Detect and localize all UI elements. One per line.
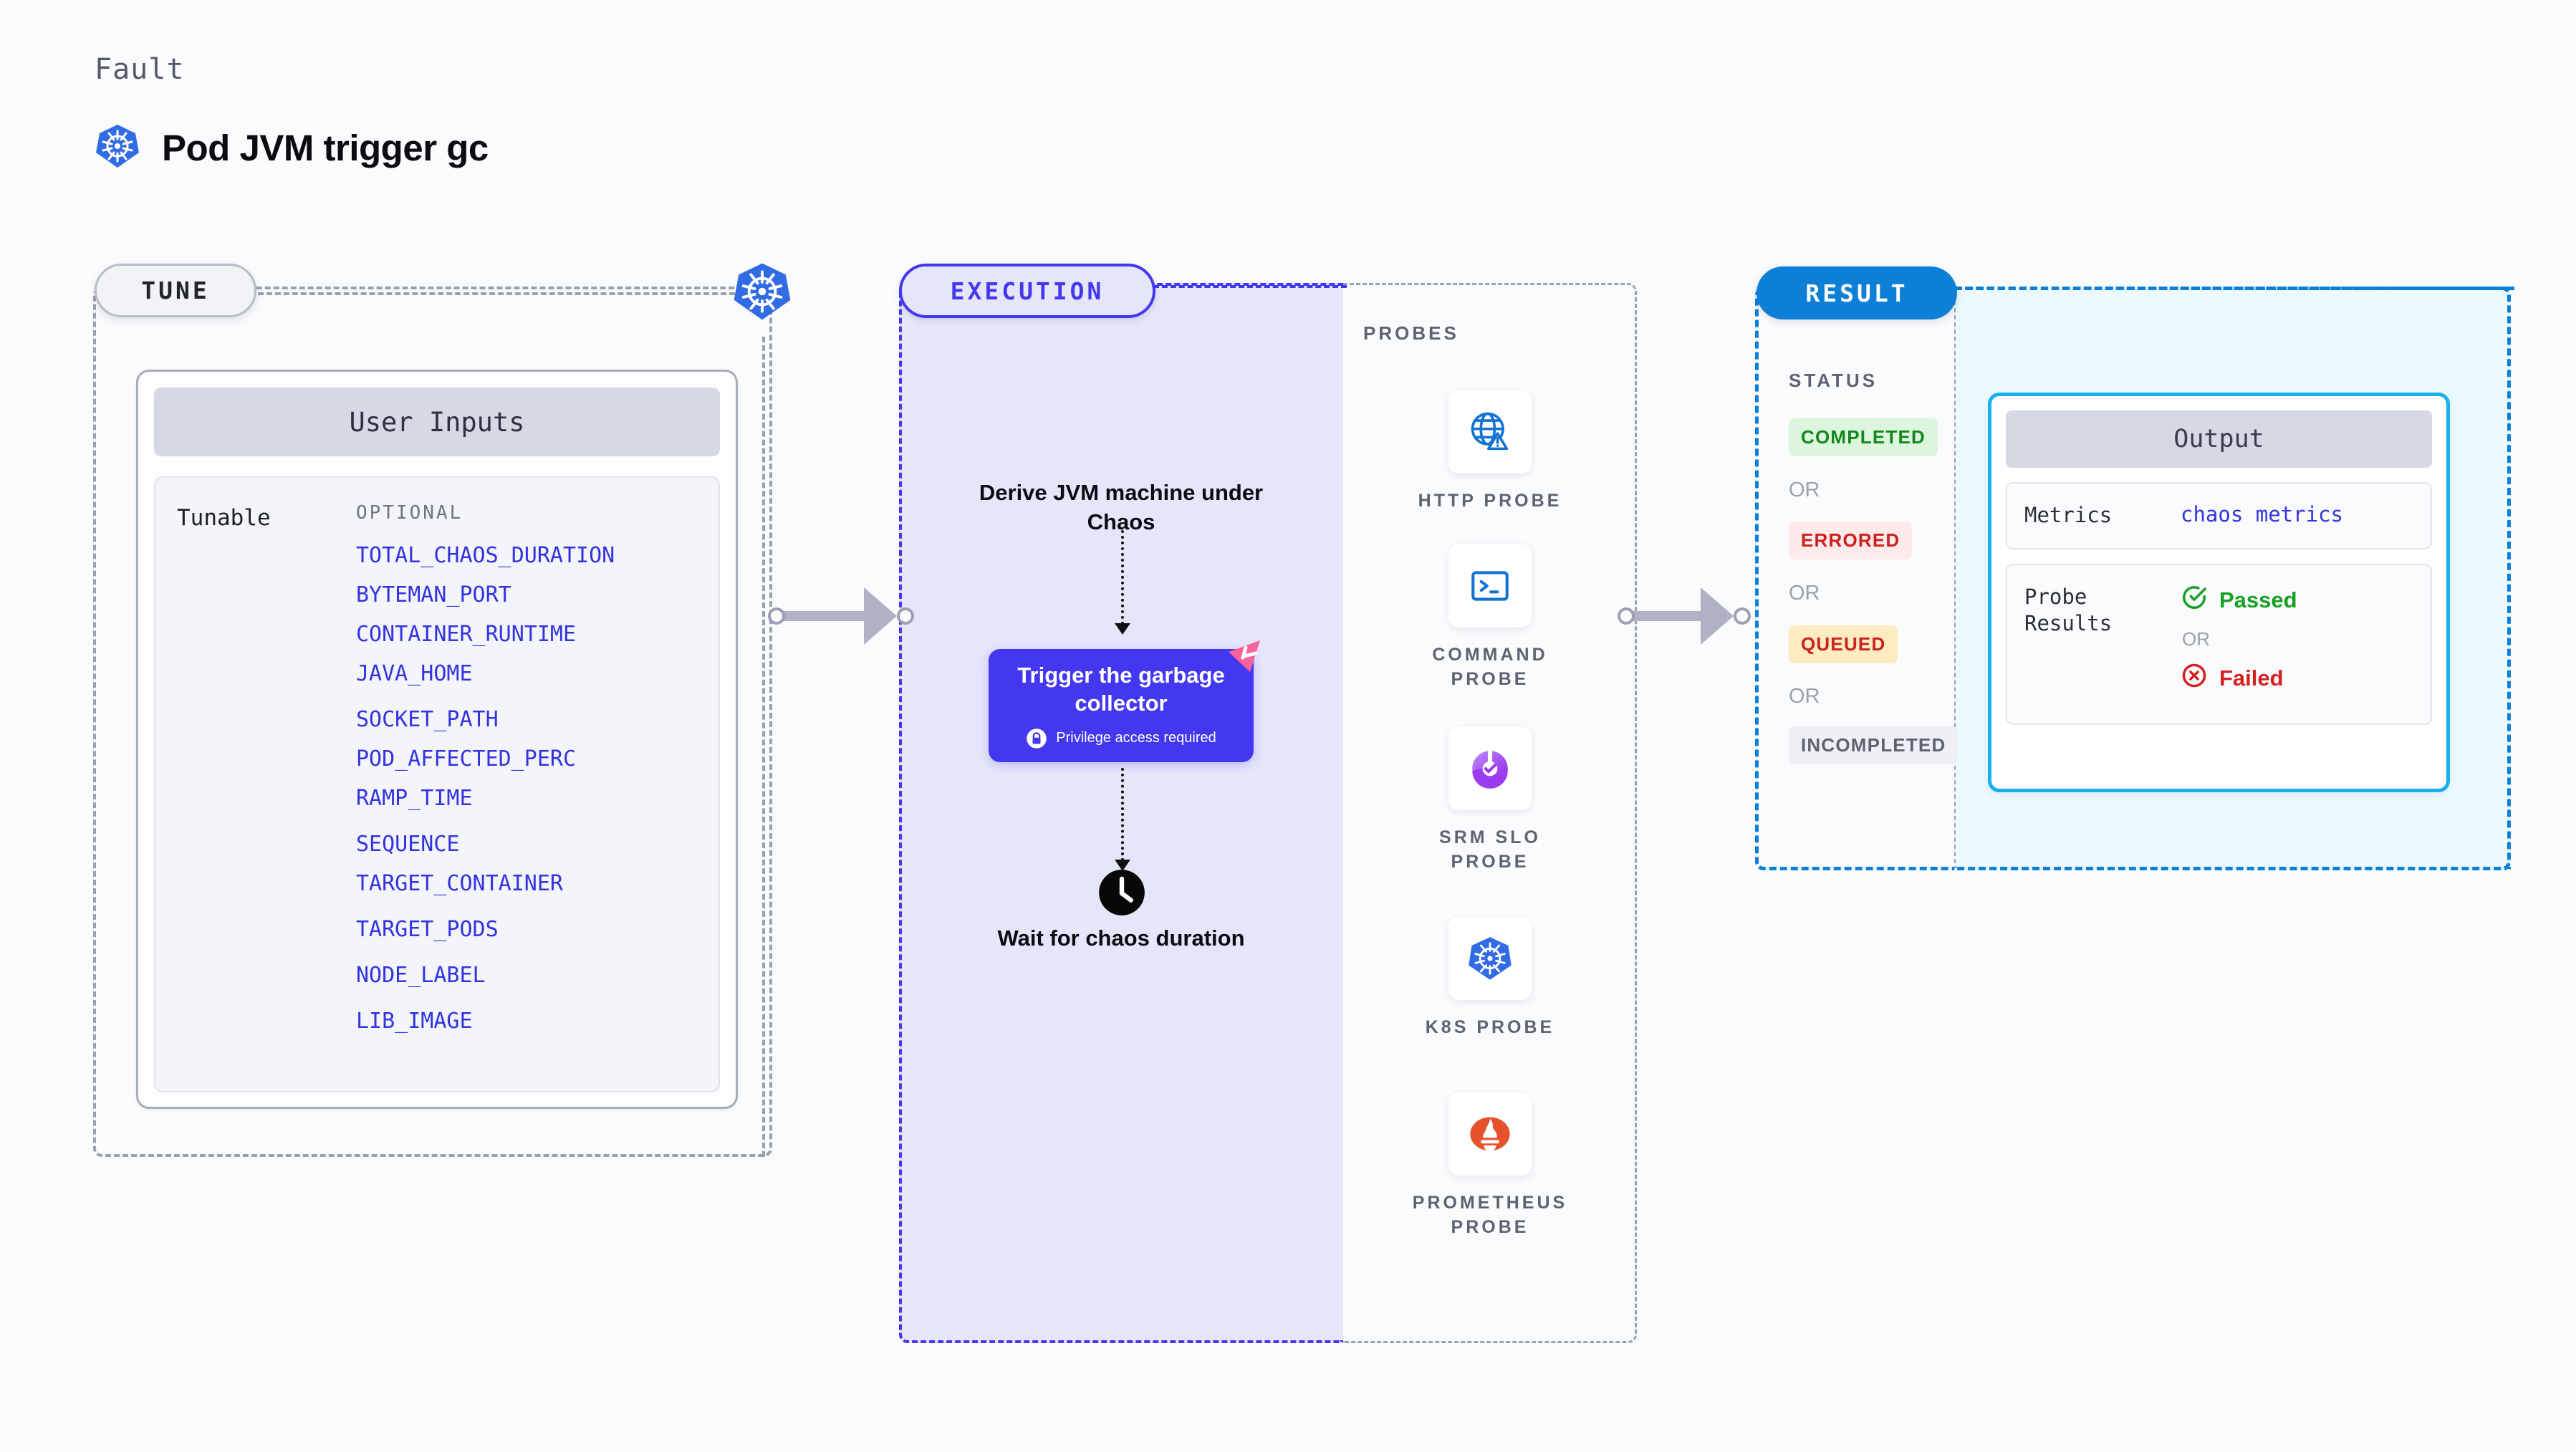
probe-label: K8S PROBE — [1425, 1017, 1555, 1037]
tune-vertical-divider — [762, 337, 765, 1157]
probe-result-passed: Passed — [2181, 584, 2297, 617]
status-badge-incompleted: INCOMPLETED — [1789, 726, 1959, 764]
arrow-end-dot — [897, 607, 914, 625]
probe-label: PROMETHEUS PROBE — [1412, 1193, 1568, 1237]
output-title: Output — [2006, 410, 2432, 468]
tunable-item[interactable]: BYTEMAN_PORT — [356, 582, 511, 607]
lock-icon — [1026, 728, 1047, 749]
output-probe-results-row: Probe Results Passed OR — [2006, 563, 2432, 725]
arrow-end-dot — [1734, 607, 1751, 625]
probe-result-passed-label: Passed — [2219, 587, 2297, 612]
tunables-panel: Tunable OPTIONAL TOTAL_CHAOS_DURATION BY… — [154, 476, 720, 1092]
tunable-item[interactable]: POD_AFFECTED_PERC — [356, 746, 577, 771]
globe-warning-icon — [1448, 390, 1532, 473]
execution-step-derive-jvm: Derive JVM machine under Chaos — [979, 480, 1264, 534]
arrow-head — [864, 587, 897, 645]
stage-pill-tune[interactable]: TUNE — [95, 264, 256, 317]
probe-label: HTTP PROBE — [1418, 491, 1562, 511]
arrow-start-dot — [768, 607, 785, 625]
prometheus-icon — [1448, 1092, 1532, 1175]
arrow-head — [1701, 587, 1734, 645]
page-title-row: Pod JVM trigger gc — [95, 123, 489, 173]
tunable-item[interactable]: SOCKET_PATH — [356, 707, 499, 732]
probe-command[interactable]: COMMAND PROBE — [1397, 544, 1583, 692]
arrow-start-dot — [1618, 607, 1635, 625]
user-inputs-title: User Inputs — [154, 388, 720, 456]
probe-results-label: Probe Results — [2024, 584, 2113, 636]
probe-k8s[interactable]: K8S PROBE — [1397, 917, 1583, 1040]
metrics-value-link[interactable]: chaos metrics — [2181, 502, 2343, 527]
fault-kicker: Fault — [95, 53, 185, 86]
flow-arrowhead-2 — [1115, 860, 1130, 871]
arrow-shaft — [1632, 611, 1703, 621]
arrow-execution-to-result — [1618, 587, 1751, 645]
clock-icon — [1097, 868, 1146, 920]
tunable-item[interactable]: LIB_IMAGE — [356, 1009, 473, 1034]
execution-action-card[interactable]: Trigger the garbage collector Privilege … — [989, 649, 1254, 762]
probe-http[interactable]: HTTP PROBE — [1397, 390, 1583, 514]
tune-region — [93, 287, 772, 1157]
probe-result-failed: Failed — [2181, 662, 2297, 695]
srm-slo-icon — [1448, 727, 1532, 810]
optional-label: OPTIONAL — [356, 502, 463, 524]
tunable-item[interactable]: RAMP_TIME — [356, 786, 473, 811]
or-separator: OR — [2182, 628, 2210, 650]
arrow-shaft — [782, 611, 867, 621]
status-badge-queued: QUEUED — [1789, 625, 1898, 663]
or-separator: OR — [1789, 582, 1820, 605]
action-card-title: Trigger the garbage collector — [1017, 663, 1225, 716]
user-inputs-card: User Inputs Tunable OPTIONAL TOTAL_CHAOS… — [136, 370, 738, 1109]
execution-step-wait-duration: Wait for chaos duration — [997, 925, 1245, 951]
terminal-icon — [1448, 544, 1532, 628]
tunable-list: OPTIONAL TOTAL_CHAOS_DURATION BYTEMAN_PO… — [356, 502, 615, 1091]
status-title: STATUS — [1789, 370, 1878, 391]
privilege-badge: Privilege access required — [1026, 728, 1216, 749]
tunable-item[interactable]: TOTAL_CHAOS_DURATION — [356, 543, 615, 568]
execution-connector-line — [1153, 285, 1347, 288]
stage-pill-result[interactable]: RESULT — [1756, 266, 1957, 319]
x-circle-icon — [2181, 662, 2208, 695]
output-metrics-row: Metrics chaos metrics — [2006, 482, 2432, 549]
kubernetes-icon — [95, 123, 140, 173]
tunable-item[interactable]: TARGET_CONTAINER — [356, 871, 563, 896]
litmus-ribbon-icon — [1221, 636, 1267, 686]
tunable-label: Tunable — [177, 505, 271, 531]
flow-arrowhead-1 — [1115, 623, 1130, 635]
page-title: Pod JVM trigger gc — [162, 128, 489, 168]
probe-label: COMMAND PROBE — [1432, 645, 1548, 689]
probe-prometheus[interactable]: PROMETHEUS PROBE — [1397, 1092, 1583, 1240]
tune-connector-line — [258, 292, 752, 295]
privilege-badge-label: Privilege access required — [1056, 730, 1216, 746]
result-connector-line — [1954, 287, 2514, 290]
arrow-tune-to-execution — [768, 587, 914, 645]
stage-pill-execution[interactable]: EXECUTION — [899, 264, 1155, 318]
kubernetes-icon — [1448, 917, 1532, 1000]
flow-connector-2 — [1121, 768, 1124, 861]
probe-srm-slo[interactable]: SRM SLO PROBE — [1397, 727, 1583, 875]
tunable-item[interactable]: SEQUENCE — [356, 832, 460, 857]
tunable-item[interactable]: NODE_LABEL — [356, 963, 486, 988]
check-circle-icon — [2181, 584, 2208, 617]
status-badge-errored: ERRORED — [1789, 521, 1913, 559]
kubernetes-icon — [732, 261, 792, 325]
probe-label: SRM SLO PROBE — [1439, 827, 1541, 872]
probes-title: PROBES — [1363, 322, 1459, 344]
metrics-label: Metrics — [2024, 503, 2113, 527]
tunable-item[interactable]: CONTAINER_RUNTIME — [356, 622, 577, 647]
or-separator: OR — [1789, 685, 1820, 708]
probe-results-values: Passed OR Failed — [2181, 584, 2297, 695]
output-card: Output Metrics chaos metrics Probe Resul… — [1988, 393, 2450, 792]
flow-connector-1 — [1121, 530, 1124, 625]
or-separator: OR — [1789, 479, 1820, 501]
tunable-item[interactable]: TARGET_PODS — [356, 917, 499, 942]
status-badge-completed: COMPLETED — [1789, 418, 1938, 456]
probe-result-failed-label: Failed — [2219, 665, 2284, 691]
tunable-item[interactable]: JAVA_HOME — [356, 661, 473, 686]
